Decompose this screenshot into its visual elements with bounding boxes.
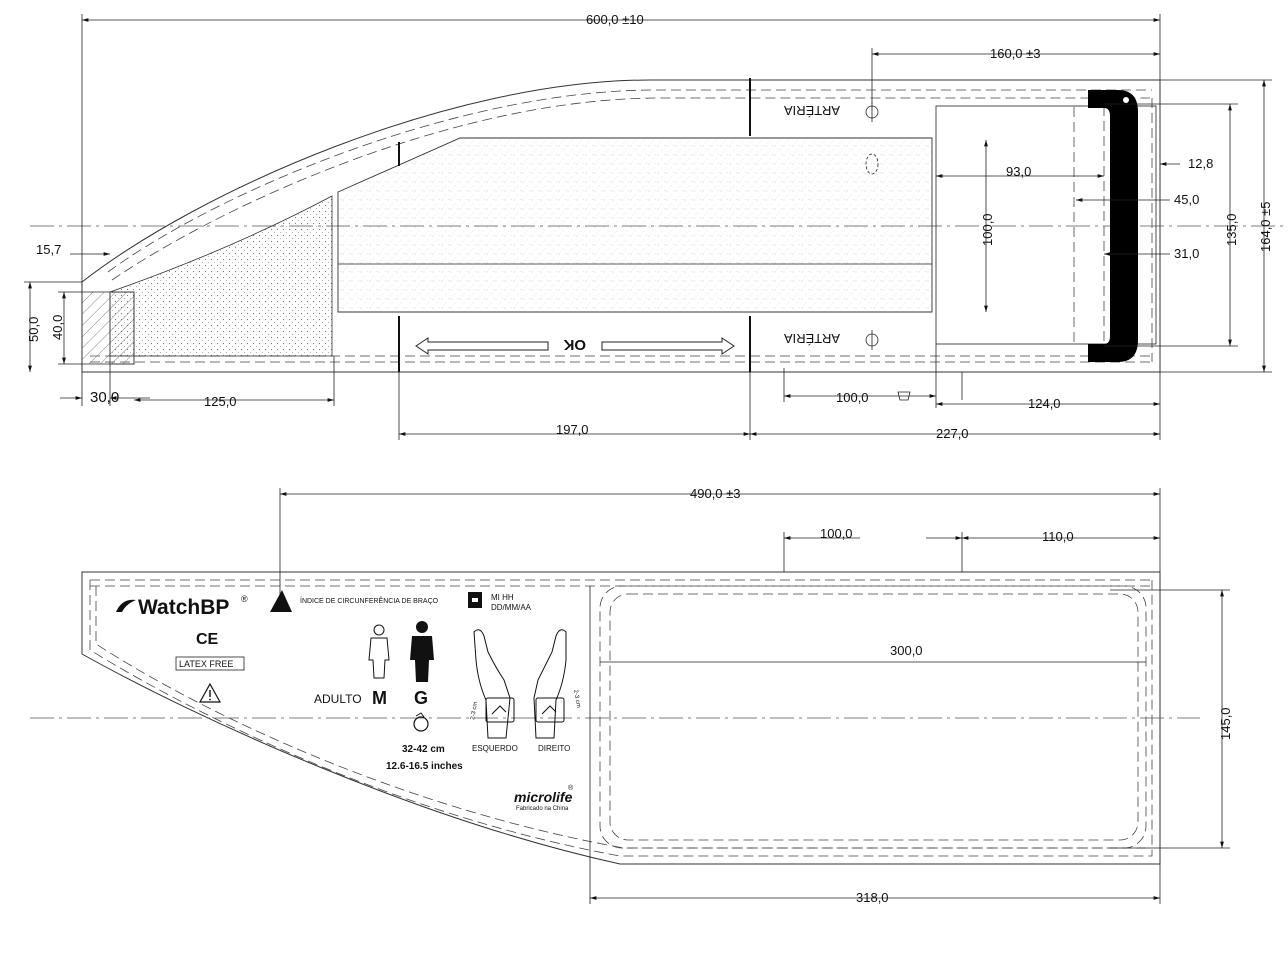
artery-marker-icon [865, 102, 879, 350]
index-text: ÍNDICE DE CIRCUNFERÊNCIA DE BRAÇO [300, 596, 439, 605]
ok-arrows-icon [415, 337, 735, 355]
warning-icon [198, 682, 222, 703]
dim-100-vert: 100,0 [980, 213, 995, 246]
bottom-cuff-outline [81, 571, 1161, 865]
person-m-icon [368, 624, 390, 679]
person-g-icon [410, 621, 434, 682]
dim-50: 50,0 [26, 317, 41, 342]
dim-12-8: 12,8 [1188, 156, 1213, 171]
dim-40: 40,0 [50, 315, 65, 340]
made-in-label: Fabricado na China [516, 806, 569, 812]
maker-logo: microlife [514, 789, 573, 805]
top-cuff-outline [81, 79, 1161, 373]
dim-31: 31,0 [1174, 246, 1199, 261]
dim-bottom-110: 110,0 [1042, 529, 1074, 544]
right-label: DIREITO [538, 744, 570, 753]
bracket-pocket [935, 105, 1157, 345]
dim-125: 125,0 [204, 394, 237, 409]
dim-135: 135,0 [1224, 213, 1239, 246]
dim-227: 227,0 [936, 426, 969, 441]
index-marker-icon [270, 590, 292, 612]
dim-bottom-145: 145,0 [1218, 707, 1233, 740]
dim-bottom-100: 100,0 [820, 526, 853, 541]
left-label: ESQUERDO [472, 744, 518, 753]
left-arm-note: 2-3 cm [470, 701, 479, 720]
brand-swoosh-icon [116, 599, 136, 612]
right-arm-icon [533, 629, 567, 739]
size-m-label: M [372, 688, 387, 708]
dim-197: 197,0 [556, 422, 589, 437]
ce-mark: CE [196, 631, 219, 648]
dim-93: 93,0 [1006, 164, 1031, 179]
d-ring-bracket [1088, 90, 1138, 362]
dim-bottom-318: 318,0 [856, 890, 889, 905]
hook-region [109, 195, 333, 357]
circumference-icon [413, 712, 429, 732]
brand-reg-mark: ® [241, 594, 248, 604]
brand-logo: WatchBP [138, 596, 229, 619]
dim-bottom-300: 300,0 [890, 643, 923, 658]
loop-region [337, 137, 933, 313]
artery-label-top: ARTÉRIA [784, 103, 840, 118]
dim-45: 45,0 [1174, 192, 1199, 207]
left-arm-icon [473, 629, 515, 739]
right-arm-note: 2-3 cm [572, 689, 581, 708]
date-code-line2: DD/MM/AA [491, 603, 532, 612]
range-cm: 32-42 cm [402, 744, 445, 755]
dim-top-total: 600,0 ±10 [586, 12, 644, 27]
dim-100-top: 100,0 [836, 390, 869, 405]
size-g-label: G [414, 688, 428, 708]
ok-label: OK [563, 336, 586, 353]
latex-free-label: LATEX FREE [179, 659, 233, 669]
dim-total-height: 164,0 ±5 [1258, 201, 1273, 252]
factory-icon [468, 592, 482, 608]
date-code-line1: MI HH [491, 593, 514, 602]
bladder-pocket [599, 585, 1147, 849]
adult-label: ADULTO [314, 692, 362, 706]
top-view: ARTÉRIA ARTÉRIA OK 600,0 ±10 160,0 ±3 16 [24, 12, 1288, 441]
dim-bottom-total: 490,0 ±3 [690, 486, 741, 501]
dim-15-7: 15,7 [36, 242, 61, 257]
dim-30: 30,0 [90, 389, 119, 406]
range-inches: 12.6-16.5 inches [386, 761, 463, 772]
artery-label-bottom: ARTÉRIA [784, 331, 840, 346]
hatched-end [81, 291, 135, 365]
dim-124: 124,0 [1028, 396, 1061, 411]
dim-bracket-offset: 160,0 ±3 [990, 46, 1041, 61]
bottom-view: 490,0 ±3 100,0 110,0 300,0 145,0 318,0 W… [30, 486, 1233, 905]
maker-reg-mark: ® [568, 784, 574, 792]
